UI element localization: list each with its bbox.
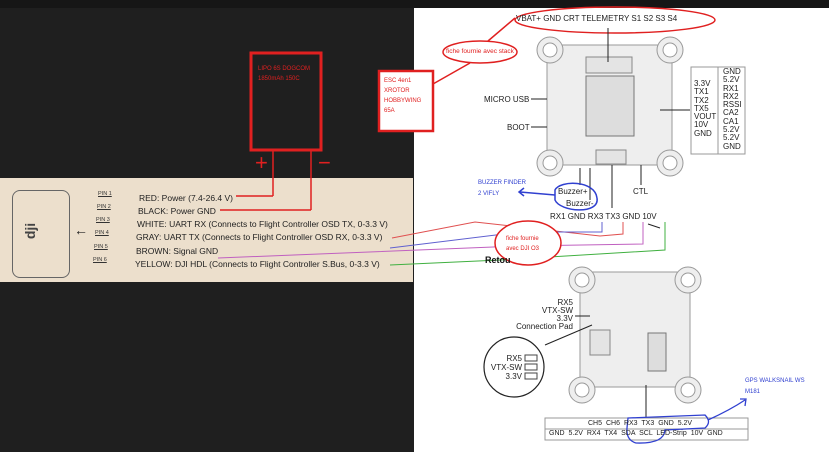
fc-board-top	[531, 28, 690, 208]
pin-6-number: PIN 6	[93, 257, 107, 263]
fc-board-bottom	[544, 266, 702, 418]
pin-2-number: PIN 2	[97, 204, 111, 210]
stack-note-ellipse	[442, 40, 518, 64]
dji-o3-pinout: dji ←	[0, 178, 413, 282]
pin-3-label: WHITE: UART RX (Connects to Flight Contr…	[137, 219, 388, 229]
fc-bottom-row-1: CH5 CH6 RX3 TX3 GND 5.2V	[588, 420, 693, 427]
pad-zoom-circle	[483, 336, 545, 398]
wire-white-uart	[391, 221, 624, 239]
battery-box	[249, 51, 323, 152]
pin-2-label: BLACK: Power GND	[138, 206, 216, 216]
esc-header-label: VBAT+ GND CRT TELEMETRY S1 S2 S3 S4	[516, 14, 678, 23]
pin-5-label: BROWN: Signal GND	[136, 246, 219, 256]
buzzer-loop	[554, 182, 598, 211]
battery-minus: −	[318, 150, 331, 175]
pin-4-number: PIN 4	[95, 230, 109, 236]
buzzer-minus-label: Buzzer-	[566, 199, 594, 208]
esc-box	[377, 69, 435, 133]
pin-1-number: PIN 1	[98, 191, 112, 197]
pin-4-label: GRAY: UART TX (Connects to Flight Contro…	[136, 232, 383, 242]
battery-plus: +	[255, 150, 268, 175]
micro-usb-label: MICRO USB	[484, 95, 530, 104]
buzzer-plus-label: Buzzer+	[558, 187, 588, 196]
fc-bottom-row-2: GND 5.2V RX4 TX4 SDA SCL LED-Strip 10V G…	[549, 430, 723, 437]
pin-5-number: PIN 5	[94, 244, 108, 250]
ctl-label: CTL	[633, 187, 649, 196]
stack-note: fiche fournie avec stack	[446, 48, 514, 55]
retour-heading: Retou	[485, 255, 511, 265]
pin-1-label: RED: Power (7.4-26.4 V)	[139, 193, 234, 203]
wire-yellow-hdl	[389, 222, 666, 266]
boot-label: BOOT	[507, 123, 530, 132]
gps-loop	[626, 414, 710, 444]
dji-unit-outline	[12, 190, 70, 278]
wire-gray-uart	[389, 222, 603, 249]
fc-bottom-header-label: RX1 GND RX3 TX3 GND 10V	[550, 212, 657, 221]
pin-3-number: PIN 3	[96, 217, 110, 223]
top-bar	[0, 0, 829, 8]
battery-label-2: 1850mAh 150C	[258, 76, 300, 82]
arrow-left-icon: ←	[74, 222, 88, 238]
o3-note-ellipse	[494, 220, 562, 266]
battery-label-1: LIPO 6S DOGCOM	[258, 66, 311, 72]
pin-6-label: YELLOW: DJI HDL (Connects to Flight Cont…	[135, 259, 380, 269]
esc-header-ellipse	[514, 6, 716, 34]
wire-brown-gnd	[217, 222, 644, 259]
